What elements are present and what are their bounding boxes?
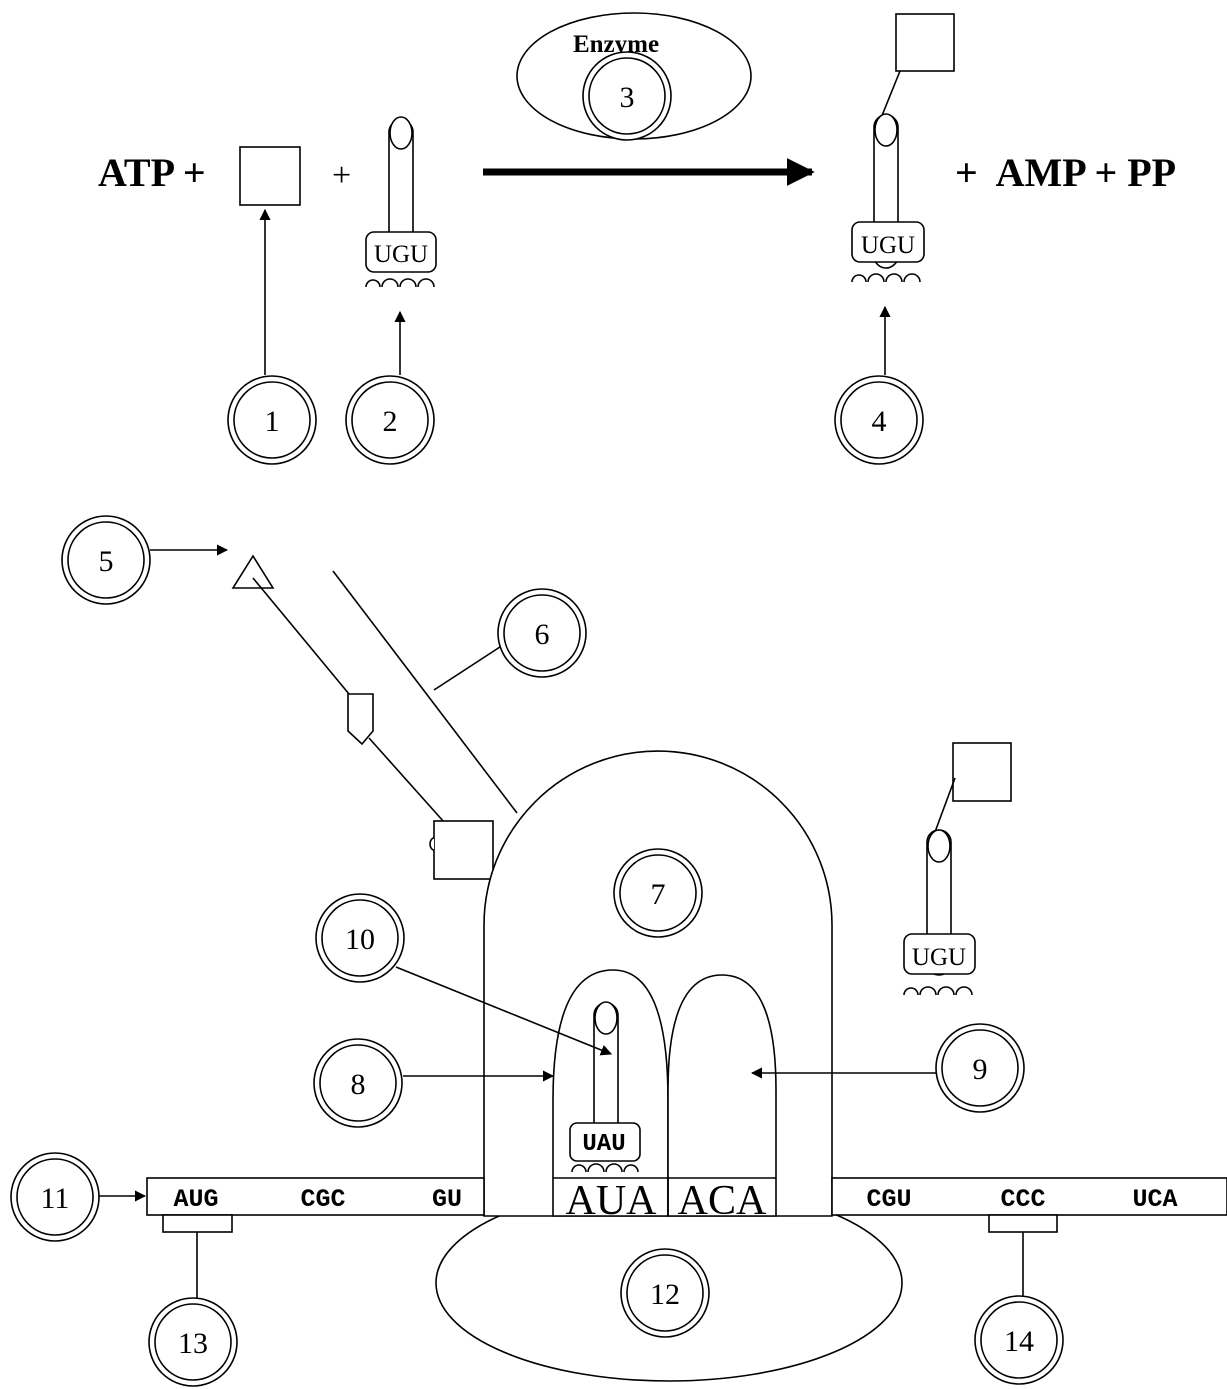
callout-8: 8 <box>313 1038 403 1128</box>
callout-6: 6 <box>497 588 587 678</box>
codon-uca: UCA <box>1132 1185 1177 1214</box>
bracket-14 <box>988 1214 1058 1233</box>
equation-atp: ATP + <box>98 150 206 195</box>
callout-5-label: 5 <box>99 545 114 578</box>
trna-free: UGU <box>365 116 437 288</box>
callout-2: 2 <box>345 375 435 465</box>
callout-11-label: 11 <box>41 1182 70 1215</box>
callout-6-label: 6 <box>535 618 550 651</box>
codon-aca: ACA <box>678 1178 767 1224</box>
callout-3: 3 <box>582 51 672 141</box>
pointer-10 <box>395 966 613 1056</box>
trna-incoming: UGU <box>903 742 1012 996</box>
equation-products: + AMP + PP <box>955 150 1176 195</box>
a-site <box>667 974 777 1217</box>
amino-acid-square-free <box>239 146 301 206</box>
codon-cgc: CGC <box>300 1185 345 1214</box>
anticodon-p-site: UAU <box>582 1131 625 1158</box>
callout-4-label: 4 <box>872 405 887 438</box>
callout-9: 9 <box>935 1023 1025 1113</box>
pointer-6 <box>433 644 504 691</box>
anticodon-free: UGU <box>374 241 428 268</box>
callout-1-label: 1 <box>265 405 280 438</box>
anticodon-charged: UGU <box>861 232 915 259</box>
trna-charged-product: UGU <box>851 13 955 283</box>
callout-10-label: 10 <box>345 923 375 956</box>
callout-1: 1 <box>227 375 317 465</box>
callout-13: 13 <box>148 1297 238 1387</box>
callout-13-label: 13 <box>178 1327 208 1360</box>
codon-aug: AUG <box>173 1185 218 1214</box>
codon-gu: GU <box>432 1185 462 1214</box>
callout-14: 14 <box>974 1295 1064 1385</box>
mrna-strand-right <box>831 1177 1227 1216</box>
callout-10: 10 <box>315 893 405 983</box>
callout-8-label: 8 <box>351 1068 366 1101</box>
callout-5: 5 <box>61 515 151 605</box>
callout-11: 11 <box>10 1152 100 1242</box>
callout-3-label: 3 <box>620 81 635 114</box>
codon-aua: AUA <box>566 1178 658 1224</box>
callout-4: 4 <box>834 375 924 465</box>
callout-9-label: 9 <box>973 1053 988 1086</box>
anticodon-incoming: UGU <box>912 944 966 971</box>
callout-12: 12 <box>620 1248 710 1338</box>
bracket-13 <box>162 1214 233 1233</box>
codon-ccc: CCC <box>1000 1185 1045 1214</box>
callout-2-label: 2 <box>383 405 398 438</box>
callout-14-label: 14 <box>1004 1325 1034 1358</box>
trna-p-site: UAU <box>569 1001 641 1173</box>
equation-plus-1: + <box>332 157 351 194</box>
exiting-trna-line <box>332 570 518 814</box>
codon-cgu: CGU <box>866 1185 911 1214</box>
callout-12-label: 12 <box>650 1278 680 1311</box>
callout-7-label: 7 <box>651 878 666 911</box>
callout-7: 7 <box>613 848 703 938</box>
mrna-strand-left <box>146 1177 485 1216</box>
